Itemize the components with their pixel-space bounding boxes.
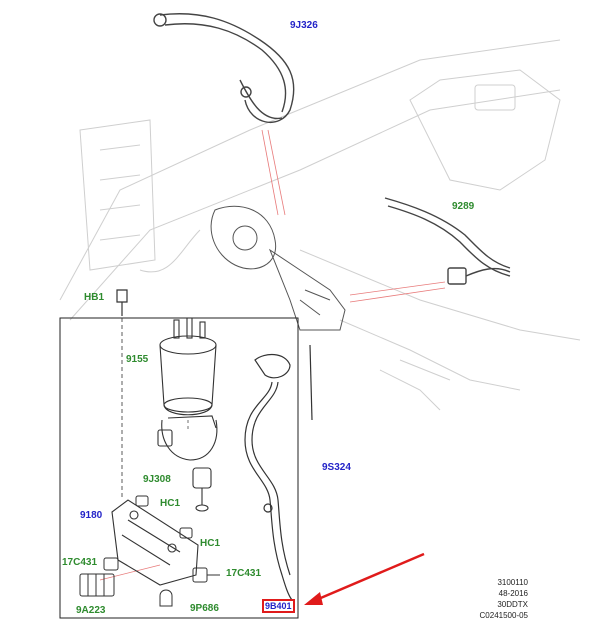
reference-code-3: 30DDTX <box>497 600 528 609</box>
callout-9S324: 9S324 <box>322 462 351 473</box>
callout-17C431-right: 17C431 <box>226 568 262 579</box>
reference-code-4: C0241500-05 <box>479 611 528 620</box>
leader-lines-red <box>99 129 446 581</box>
filter-clamp <box>157 415 218 461</box>
engine-outline <box>59 39 581 411</box>
callout-HC1-bottom: HC1 <box>200 538 221 549</box>
callout-HB1: HB1 <box>84 292 105 303</box>
water-sensor-9J308 <box>192 467 212 512</box>
nut-17c431-right <box>192 567 220 583</box>
callout-9J326: 9J326 <box>290 20 318 31</box>
bolt-hb1 <box>116 289 128 500</box>
upper-hose-assembly <box>153 13 295 123</box>
mounting-bracket-9180 <box>111 499 199 586</box>
callout-9A223: 9A223 <box>76 605 106 616</box>
clip-hc1-bottom <box>179 527 193 539</box>
callout-9180: 9180 <box>80 510 103 521</box>
reference-code-1: 3100110 <box>497 578 528 587</box>
callout-9B401-highlighted: 9B401 <box>262 599 295 613</box>
callout-9289: 9289 <box>452 201 475 212</box>
red-arrow-icon <box>304 552 425 605</box>
fuel-line <box>384 197 511 285</box>
callout-9J308: 9J308 <box>143 474 171 485</box>
nut-17c431-left <box>103 557 119 571</box>
reference-code-2: 48-2016 <box>498 589 528 598</box>
clip-hc1-top <box>135 495 149 507</box>
connector-9A223 <box>79 573 115 597</box>
return-hose-9S324 <box>244 344 313 601</box>
callout-HC1-top: HC1 <box>160 498 181 509</box>
callout-9155: 9155 <box>126 354 149 365</box>
callout-17C431-left: 17C431 <box>62 557 98 568</box>
callout-9P686: 9P686 <box>190 603 219 614</box>
detail-box <box>59 317 299 619</box>
filter-housing-engine <box>210 205 346 331</box>
harness-clip-9P686 <box>159 589 173 607</box>
fuel-filter-9155 <box>159 317 217 432</box>
